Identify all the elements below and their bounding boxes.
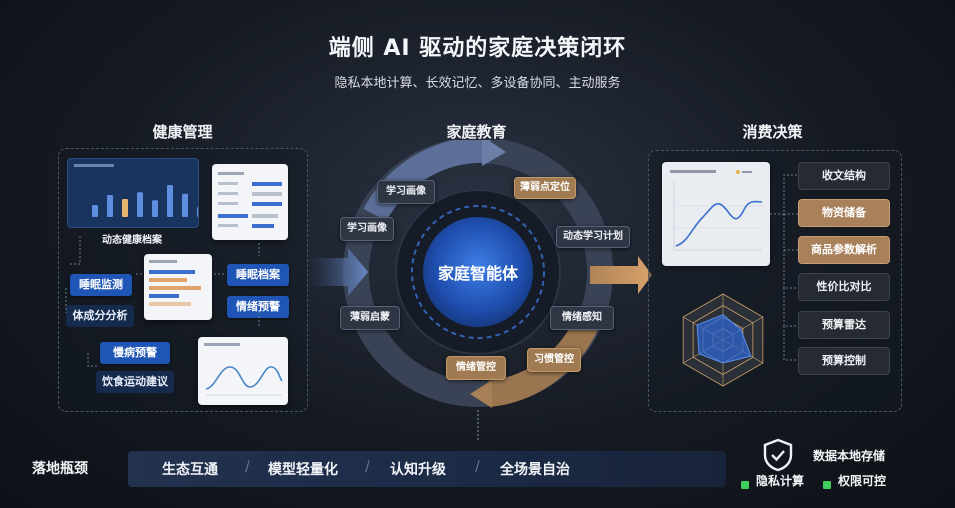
consumption-button-5[interactable]: 预算控制 <box>798 347 890 375</box>
health-line-chart <box>204 343 283 396</box>
page-title: 端侧 AI 驱动的家庭决策闭环 <box>328 36 627 61</box>
radar-area <box>696 314 752 364</box>
separator: / <box>475 459 480 475</box>
chronic-warn-button[interactable]: 慢病预警 <box>100 342 170 364</box>
consumption-line-chart <box>670 170 763 251</box>
inner-dashed-ring <box>411 205 545 339</box>
bottleneck-item-autonomy: 全场景自治 <box>500 462 570 478</box>
bar <box>182 193 188 217</box>
bar <box>152 200 158 217</box>
consumption-button-1[interactable]: 物资储备 <box>798 199 890 227</box>
consumption-connectors <box>770 174 798 361</box>
learn-profile-label-1[interactable]: 学习画像 <box>377 180 435 204</box>
center-agent-label: 家庭智能体 <box>437 264 518 283</box>
health-bar-chart <box>92 185 198 217</box>
consumption-radar-chart <box>682 293 764 387</box>
local-storage-text: 数据本地存储 <box>813 449 886 463</box>
bottleneck-bar <box>128 451 726 487</box>
page-subtitle: 隐私本地计算、长效记忆、多设备协同、主动服务 <box>334 76 621 91</box>
section-title-education: 家庭教育 <box>446 123 507 141</box>
dynamic-plan-label[interactable]: 动态学习计划 <box>556 226 630 248</box>
bar <box>197 207 198 217</box>
consumption-button-2[interactable]: 商品参数解析 <box>798 236 890 264</box>
sleep-card <box>144 254 212 320</box>
bottleneck-item-ecosystem: 生态互通 <box>162 462 218 478</box>
bar <box>92 205 98 217</box>
bar <box>137 192 143 217</box>
weak-locate-label[interactable]: 薄弱点定位 <box>514 177 576 199</box>
bottleneck-lead: 落地瓶颈 <box>32 461 88 477</box>
sleep-monitor-button[interactable]: 睡眠监测 <box>70 274 132 296</box>
habit-manage-label[interactable]: 习惯管控 <box>527 348 581 372</box>
sleep-bars <box>149 260 201 306</box>
ring-arrowhead-bottom <box>470 380 492 408</box>
health-bar-chart-card <box>67 158 199 228</box>
health-connectors <box>65 236 260 367</box>
core-circle <box>423 217 533 327</box>
separator: / <box>365 459 370 475</box>
health-form-card <box>212 164 288 240</box>
sleep-record-button[interactable]: 睡眠档案 <box>227 264 289 286</box>
consumption-line-card <box>662 162 770 266</box>
card-header-line <box>74 164 114 167</box>
green-dot-icon <box>741 474 749 493</box>
emotion-sense-label[interactable]: 情绪感知 <box>550 306 614 330</box>
emotion-warn-button[interactable]: 情绪预警 <box>227 296 289 318</box>
bar <box>122 199 128 217</box>
archive-caption: 动态健康档案 <box>102 235 162 246</box>
permission-text: 权限可控 <box>838 474 887 488</box>
body-analysis-button[interactable]: 体成分分析 <box>66 305 134 327</box>
emotion-manage-label[interactable]: 情绪管控 <box>446 356 506 380</box>
consumption-button-0[interactable]: 收文结构 <box>798 162 890 190</box>
health-line-card <box>198 337 288 405</box>
education-ring <box>308 140 652 440</box>
shield-check-icon <box>763 438 793 472</box>
private-compute-text: 隐私计算 <box>756 474 805 488</box>
bar <box>107 195 113 217</box>
consumption-button-4[interactable]: 预算雷达 <box>798 311 890 339</box>
consumption-button-3[interactable]: 性价比对比 <box>798 273 890 301</box>
bar <box>167 185 173 217</box>
ring-arrowhead-top <box>482 140 506 166</box>
learn-profile-label-2[interactable]: 学习画像 <box>340 217 394 241</box>
separator: / <box>245 459 250 475</box>
bottleneck-item-lightweight: 模型轻量化 <box>268 462 338 478</box>
weak-start-label[interactable]: 薄弱启蒙 <box>340 306 400 330</box>
bottleneck-item-cognition: 认知升级 <box>390 462 446 478</box>
section-title-health: 健康管理 <box>152 123 213 141</box>
form-lines <box>218 172 282 228</box>
diet-advice-button[interactable]: 饮食运动建议 <box>96 371 174 393</box>
section-title-consumption: 消费决策 <box>742 123 803 141</box>
output-arrow <box>590 256 652 294</box>
input-arrow <box>308 248 368 296</box>
green-dot-icon <box>823 474 831 493</box>
